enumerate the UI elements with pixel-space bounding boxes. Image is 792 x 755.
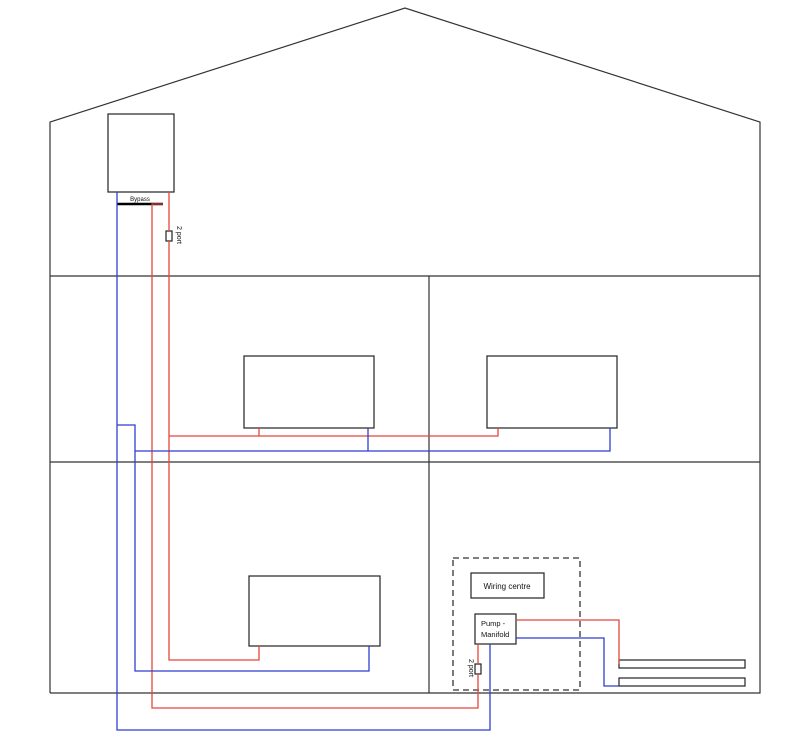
underfloor-loop-lower: [618, 677, 746, 687]
underfloor-loop-upper: [618, 659, 746, 669]
radiator-middle-right: [486, 355, 618, 429]
radiator-ground: [248, 575, 381, 647]
return-pipe-right-radiator: [135, 428, 611, 452]
flow-pipes: [151, 192, 620, 709]
return-pipe-main: [116, 192, 491, 731]
radiator-middle-left: [243, 355, 375, 429]
two-port-valve-lower: [474, 663, 482, 675]
manifold-label: Manifold: [481, 630, 509, 639]
two-port-valve-upper: [165, 230, 173, 242]
house-outline: [49, 7, 761, 694]
flow-pipe-bypass-to-manifold: [151, 203, 479, 709]
return-pipe-ground-radiator: [117, 424, 370, 672]
dashed-enclosure: [452, 557, 581, 691]
flow-pipe-upper-radiators: [168, 241, 499, 437]
wiring-centre-box: [470, 572, 545, 599]
flow-pipe-ground-radiator: [168, 436, 260, 661]
flow-pipe-underfloor: [516, 619, 620, 664]
bypass-label: Bypass: [130, 197, 150, 203]
two-port-lower-label: 2 port: [467, 659, 474, 677]
boiler: [107, 113, 175, 193]
return-pipes: [116, 192, 619, 731]
wiring-centre-label: Wiring centre: [483, 582, 531, 591]
pump-manifold-box: [474, 613, 517, 645]
return-pipe-underfloor: [516, 637, 619, 687]
two-port-upper-label: 2 port: [175, 226, 182, 244]
pump-label: Pump -: [481, 619, 506, 628]
